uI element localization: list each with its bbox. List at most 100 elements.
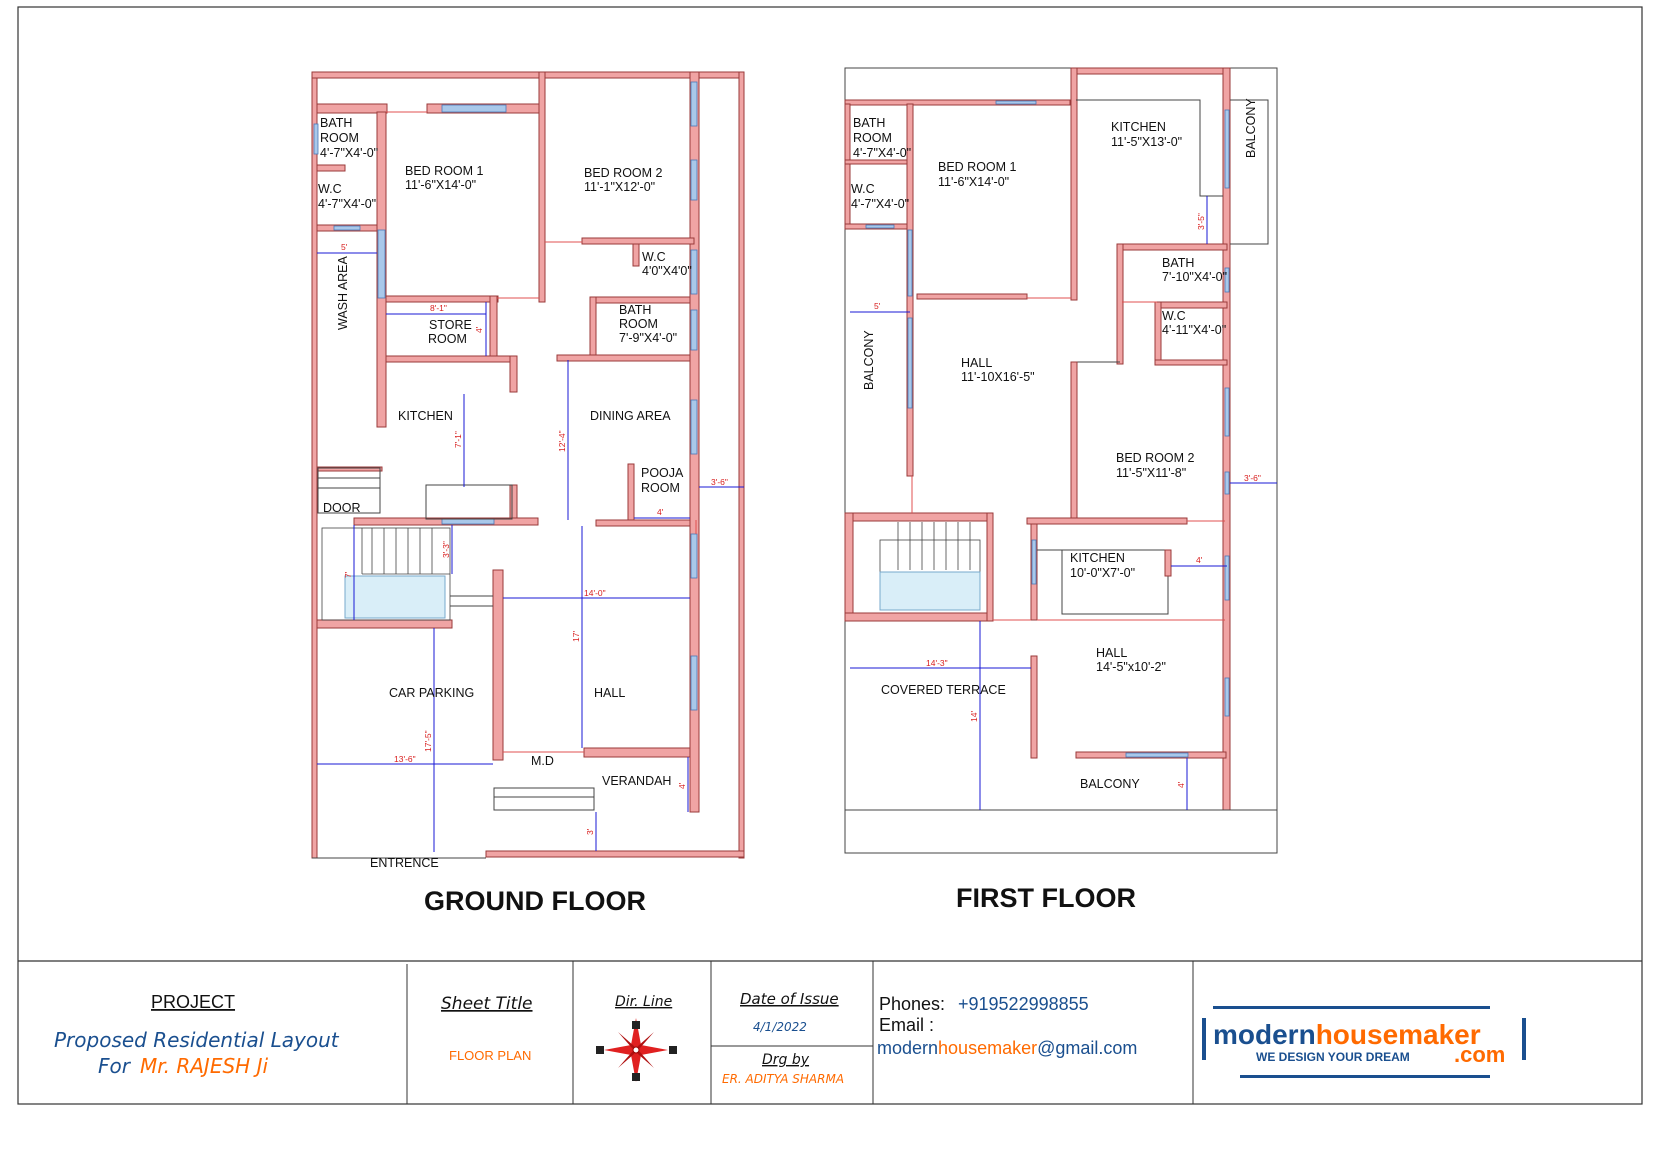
title-block: PROJECT Proposed Residential Layout For … <box>54 961 1526 1104</box>
date-of-issue-value: 4/1/2022 <box>753 1020 807 1034</box>
email-value[interactable]: modernhousemaker@gmail.com <box>877 1038 1137 1058</box>
date-of-issue-label: Date of Issue <box>740 990 839 1008</box>
gf-dim: 13'-6" <box>394 754 416 764</box>
gf-hall-label: HALL <box>594 686 625 700</box>
gf-dim: 14'-0" <box>584 588 606 598</box>
logo-tagline: WE DESIGN YOUR DREAM <box>1256 1050 1410 1064</box>
phones-label: Phones: <box>879 994 945 1014</box>
gf-dim: 3' <box>585 828 595 835</box>
gf-dim: 17'-5" <box>423 730 433 752</box>
sheet-border <box>17 6 1643 1105</box>
ff-balcony-bottom-label: BALCONY <box>1080 777 1140 791</box>
gf-dining-label: DINING AREA <box>590 409 671 423</box>
gf-dim: 4' <box>474 326 484 333</box>
ff-wc-b-label: W.C <box>1162 309 1186 323</box>
ff-wc-b-size: 4'-11"X4'-0" <box>1162 323 1226 337</box>
ff-bath-label-2: ROOM <box>853 131 892 145</box>
ff-terrace-label: COVERED TERRACE <box>881 683 1006 697</box>
gf-bath-size: 4'-7"X4'-0" <box>320 146 378 160</box>
gf-dim: 8'-1" <box>430 303 447 313</box>
first-floor-title: FIRST FLOOR <box>956 883 1136 913</box>
ff-kitchen-size: 11'-5"X13'-0" <box>1111 135 1182 149</box>
gf-bed2-size: 11'-1"X12'-0" <box>584 180 655 194</box>
gf-bath2-label-2: ROOM <box>619 317 658 331</box>
ff-wc-size: 4'-7"X4'-0" <box>851 197 909 211</box>
gf-entrance-label: ENTRENCE <box>370 856 439 870</box>
gf-dim: 7' <box>343 571 353 578</box>
ff-hall2-label: HALL <box>1096 646 1127 660</box>
ff-dim: 14'-3" <box>926 658 948 668</box>
gf-bed1-size: 11'-6"X14'-0" <box>405 178 476 192</box>
ff-bed1-size: 11'-6"X14'-0" <box>938 175 1009 189</box>
gf-dim: 3'-3" <box>441 541 451 558</box>
gf-verandah-label: VERANDAH <box>602 774 671 788</box>
gf-dim: 5' <box>341 242 348 252</box>
ff-balcony-left-label: BALCONY <box>862 330 876 390</box>
logo-com: .com <box>1454 1042 1505 1067</box>
ff-bed2-size: 11'-5"X11'-8" <box>1116 466 1186 480</box>
company-logo: modernhousemaker WE DESIGN YOUR DREAM .c… <box>1202 1006 1526 1078</box>
gf-dim: 12'-4" <box>557 430 567 452</box>
ff-dim: 5' <box>874 301 881 311</box>
email-label: Email : <box>879 1015 934 1035</box>
gf-dim: 3'-6" <box>711 477 728 487</box>
gf-door-label: DOOR <box>323 501 361 515</box>
gf-kitchen-label: KITCHEN <box>398 409 453 423</box>
ground-floor-plan: BATH ROOM 4'-7"X4'-0" W.C 4'-7"X4'-0" BE… <box>311 71 745 916</box>
gf-bath2-size: 7'-9"X4'-0" <box>619 331 677 345</box>
sheet-title-label: Sheet Title <box>441 994 533 1014</box>
gf-wc-label: W.C <box>318 182 342 196</box>
gf-wc2-size: 4'0"X4'0" <box>642 264 692 278</box>
project-name: Proposed Residential Layout <box>54 1028 340 1052</box>
gf-bath-label: BATH <box>320 116 352 130</box>
ff-dim: 3'-5" <box>1196 213 1206 230</box>
gf-dim: 4' <box>657 507 664 517</box>
gf-bath2-label: BATH <box>619 303 651 317</box>
ff-kitchen2-label: KITCHEN <box>1070 551 1125 565</box>
ff-bed1-label: BED ROOM 1 <box>938 160 1017 174</box>
project-client: Mr. RAJESH Ji <box>140 1054 268 1078</box>
gf-wc-size: 4'-7"X4'-0" <box>318 197 376 211</box>
gf-dim: 17' <box>571 631 581 642</box>
gf-main-door-label: M.D <box>531 754 554 768</box>
project-label: PROJECT <box>151 992 235 1012</box>
first-floor-plan: BATH ROOM 4'-7"X4'-0" W.C 4'-7"X4'-0" BE… <box>844 67 1278 913</box>
ff-bath-b-label: BATH <box>1162 256 1194 270</box>
ff-kitchen2-size: 10'-0"X7'-0" <box>1070 566 1135 580</box>
gf-car-parking-label: CAR PARKING <box>389 686 474 700</box>
ff-hall-size: 11'-10X16'-5" <box>961 370 1035 384</box>
gf-dim: 7'-1" <box>453 431 463 448</box>
ff-bed2-label: BED ROOM 2 <box>1116 451 1195 465</box>
ff-dim: 4' <box>1196 555 1203 565</box>
gf-wash-area-label: WASH AREA <box>336 255 350 330</box>
gf-dim: 4' <box>677 782 687 789</box>
gf-bed2-label: BED ROOM 2 <box>584 166 663 180</box>
gf-pooja-label-2: ROOM <box>641 481 680 495</box>
ff-bath-size: 4'-7"X4'-0" <box>853 146 911 160</box>
logo-wordmark: modernhousemaker <box>1213 1019 1481 1050</box>
gf-wc2-label: W.C <box>642 250 666 264</box>
gf-pooja-label: POOJA <box>641 466 684 480</box>
ff-balcony-top-label: BALCONY <box>1244 98 1258 158</box>
compass-icon <box>596 1018 677 1082</box>
gf-store-label-2: ROOM <box>428 332 467 346</box>
gf-bath-label-2: ROOM <box>320 131 359 145</box>
ff-kitchen-label: KITCHEN <box>1111 120 1166 134</box>
phones-value: +919522998855 <box>958 994 1089 1014</box>
ff-hall2-size: 14'-5"x10'-2" <box>1096 660 1166 674</box>
ff-hall-label: HALL <box>961 356 992 370</box>
ff-dim: 4' <box>1176 781 1186 788</box>
ff-dim: 3'-6" <box>1244 473 1261 483</box>
gf-bed1-label: BED ROOM 1 <box>405 164 484 178</box>
direction-line-label: Dir. Line <box>615 994 672 1010</box>
ff-bath-b-size: 7'-10"X4'-0" <box>1162 270 1227 284</box>
drawn-by-value: ER. ADITYA SHARMA <box>722 1072 844 1086</box>
gf-store-label: STORE <box>429 318 472 332</box>
sheet-title-value: FLOOR PLAN <box>449 1048 531 1063</box>
ff-bath-label: BATH <box>853 116 885 130</box>
ff-dim: 14' <box>969 711 979 722</box>
ff-wc-label: W.C <box>851 182 875 196</box>
drawn-by-label: Drg by <box>762 1052 810 1068</box>
ground-floor-title: GROUND FLOOR <box>424 886 646 916</box>
